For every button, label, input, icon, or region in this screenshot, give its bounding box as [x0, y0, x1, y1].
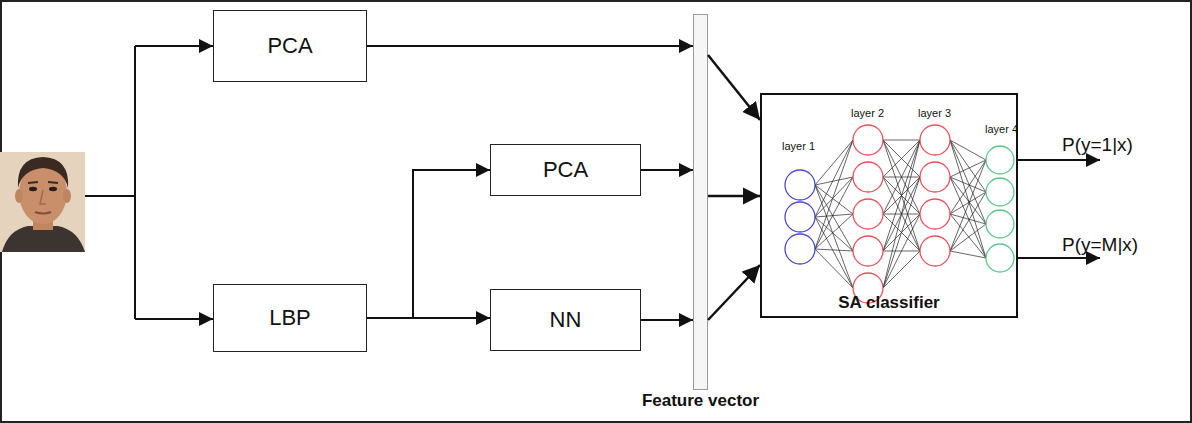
classifier-box: SA classifier: [760, 93, 1018, 318]
connector-arrow: [367, 170, 490, 318]
neuron: [986, 178, 1014, 206]
network-link: [815, 249, 853, 288]
connector-arrow: [367, 45, 693, 47]
neuron: [920, 125, 950, 155]
neuron: [920, 162, 950, 192]
neuron: [853, 162, 883, 192]
network-link: [883, 177, 920, 288]
connector-arrow: [367, 317, 490, 319]
node-label: NN: [550, 307, 582, 333]
network-link: [815, 217, 853, 288]
neuron: [920, 236, 950, 266]
network-link: [815, 217, 853, 251]
neuron: [853, 236, 883, 266]
connector-arrow: [708, 265, 760, 320]
network-link: [950, 214, 986, 258]
network-link: [883, 214, 920, 288]
network-link: [950, 192, 986, 214]
network-link: [950, 214, 986, 224]
network-link: [815, 214, 853, 249]
feature-vector-bar: Feature vector: [693, 14, 708, 390]
node-label: PCA: [543, 157, 588, 183]
network-link: [883, 140, 920, 214]
network-link: [883, 140, 920, 251]
process-box: NN: [490, 289, 641, 351]
output-probability-label: P(y=M|x): [1062, 234, 1138, 256]
network-link: [815, 140, 853, 217]
node-label: SA classifier: [838, 293, 939, 313]
output-probability-label: P(y=1|x): [1062, 134, 1133, 156]
layer-label: layer 4: [985, 123, 1018, 135]
connector-arrow: [708, 195, 760, 198]
neuron: [785, 202, 815, 232]
layer-label: layer 1: [782, 140, 815, 152]
neural-network-illustration: [785, 125, 1014, 303]
neuron: [986, 210, 1014, 238]
network-link: [815, 249, 853, 251]
network-link: [883, 140, 920, 177]
network-link: [883, 140, 920, 214]
process-box: PCA: [490, 144, 641, 196]
node-label: Feature vector: [642, 391, 759, 411]
network-link: [883, 140, 920, 251]
network-link: [815, 185, 853, 288]
network-link: [950, 251, 986, 258]
face-photo: [0, 152, 85, 252]
neuron: [986, 146, 1014, 174]
network-link: [815, 214, 853, 217]
input-wire: [85, 46, 213, 319]
neuron: [920, 199, 950, 229]
layer-label: layer 2: [851, 107, 884, 119]
layer-label: layer 3: [918, 107, 951, 119]
node-label: LBP: [269, 305, 311, 331]
network-link: [950, 177, 986, 258]
process-box: PCA: [213, 10, 367, 82]
neuron: [986, 244, 1014, 272]
network-link: [883, 140, 920, 177]
network-link: [950, 192, 986, 251]
neuron: [785, 234, 815, 264]
neuron: [785, 170, 815, 200]
network-link: [815, 177, 853, 249]
network-link: [883, 140, 920, 141]
network-link: [950, 160, 986, 251]
neuron: [853, 199, 883, 229]
network-link: [950, 140, 986, 224]
network-link: [950, 224, 986, 251]
connector-arrow: [708, 55, 760, 120]
network-link: [883, 251, 920, 288]
node-label: PCA: [267, 33, 312, 59]
process-box: LBP: [213, 284, 367, 352]
network-link: [815, 177, 853, 217]
network-link: [950, 140, 986, 258]
network-link: [883, 140, 920, 288]
network-link: [815, 140, 853, 249]
connector-arrow: [641, 169, 693, 171]
neuron: [853, 125, 883, 155]
connector-arrow: [641, 319, 693, 321]
